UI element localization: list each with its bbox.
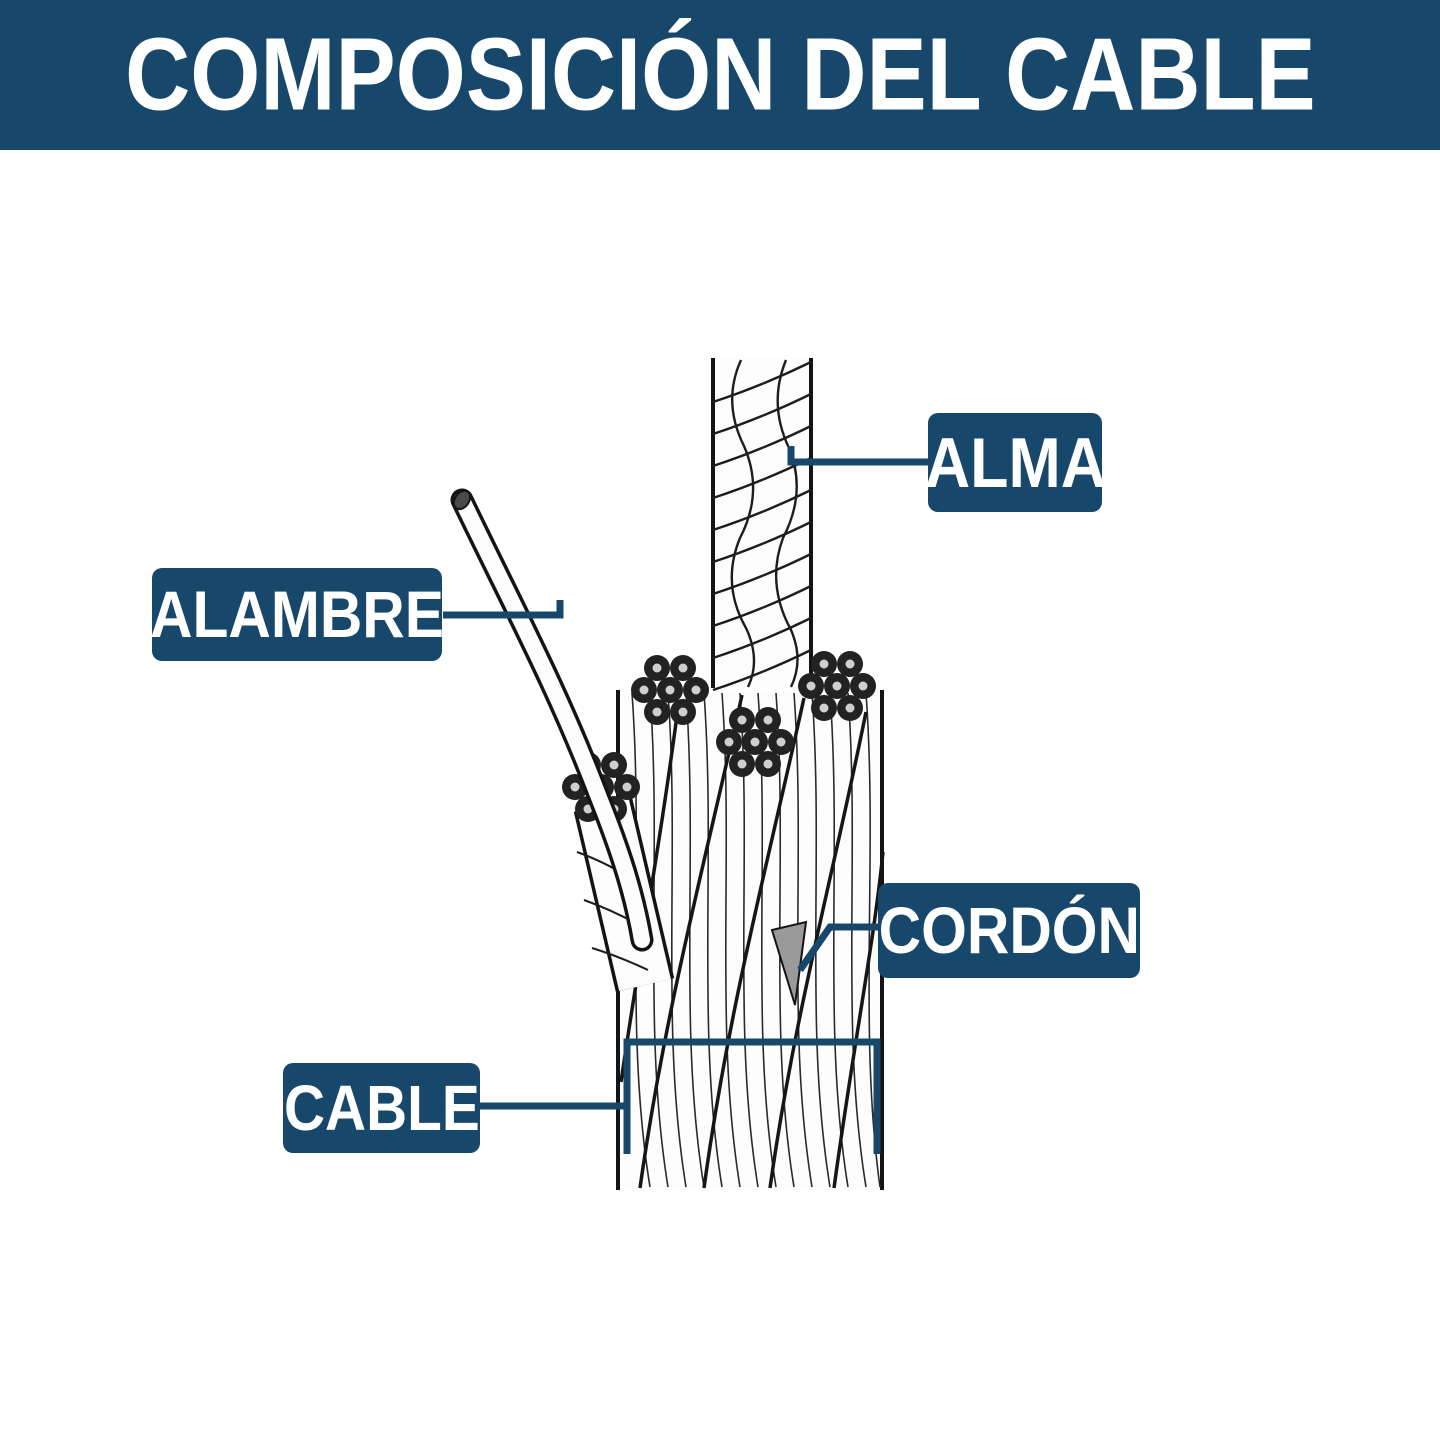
title-banner: COMPOSICIÓN DEL CABLE xyxy=(0,0,1440,150)
label-alma-text: ALMA xyxy=(924,422,1106,503)
core-rope xyxy=(711,358,813,692)
label-cordon: CORDÓN xyxy=(878,883,1140,978)
connector-lines xyxy=(443,446,930,1154)
cable-bracket xyxy=(623,1038,881,1154)
label-cordon-text: CORDÓN xyxy=(878,893,1140,968)
label-alambre: ALAMBRE xyxy=(150,568,445,661)
label-cable-text: CABLE xyxy=(283,1072,480,1144)
label-alma: ALMA xyxy=(924,413,1106,512)
single-wire xyxy=(450,488,654,952)
wire-tip xyxy=(452,489,472,511)
label-cable: CABLE xyxy=(283,1063,480,1153)
alambre-connector xyxy=(443,600,564,619)
page-title: COMPOSICIÓN DEL CABLE xyxy=(124,17,1316,132)
label-alambre-text: ALAMBRE xyxy=(150,577,445,652)
alma-connector xyxy=(787,446,930,466)
cordon-connector xyxy=(797,923,878,973)
